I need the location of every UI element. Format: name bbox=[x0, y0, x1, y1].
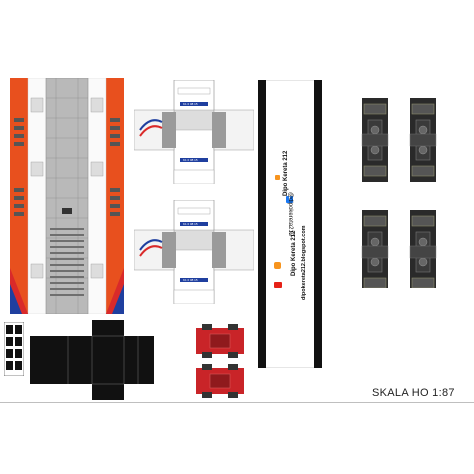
red-bogie-piece-bottom bbox=[196, 364, 244, 398]
facebook-icon: f bbox=[286, 196, 293, 203]
credit-handle: @dipokereta212 bbox=[287, 192, 293, 237]
instagram-icon bbox=[274, 174, 281, 181]
scale-label: SKALA HO 1:87 bbox=[372, 387, 455, 399]
unit-number-label-2: K1 0 08 15 bbox=[181, 158, 200, 162]
youtube-icon bbox=[274, 282, 282, 288]
car-body-net bbox=[10, 78, 124, 314]
instagram-icon bbox=[274, 262, 281, 269]
cab-end-net-top bbox=[134, 80, 254, 184]
bogie-set bbox=[361, 98, 437, 288]
underframe-box-net bbox=[30, 320, 154, 400]
sheet-bottom-line bbox=[0, 402, 474, 403]
floor-strip bbox=[258, 80, 322, 368]
cab-end-net-bottom bbox=[134, 200, 254, 304]
unit-number-label-1: K1 0 08 15 bbox=[181, 102, 200, 106]
unit-number-label-3: K1 0 08 15 bbox=[181, 222, 200, 226]
red-bogie-piece-top bbox=[196, 324, 244, 358]
window-grid-piece bbox=[4, 322, 24, 376]
credit-blog: dipokereta212.blogspot.com bbox=[301, 225, 307, 300]
credits-block: f bbox=[270, 140, 310, 310]
credit-name-top: Dipo Kereta 212 bbox=[283, 150, 289, 196]
credit-name-bottom: Dipo Kereta 212 bbox=[291, 230, 297, 276]
unit-number-label-4: K1 0 08 15 bbox=[181, 278, 200, 282]
